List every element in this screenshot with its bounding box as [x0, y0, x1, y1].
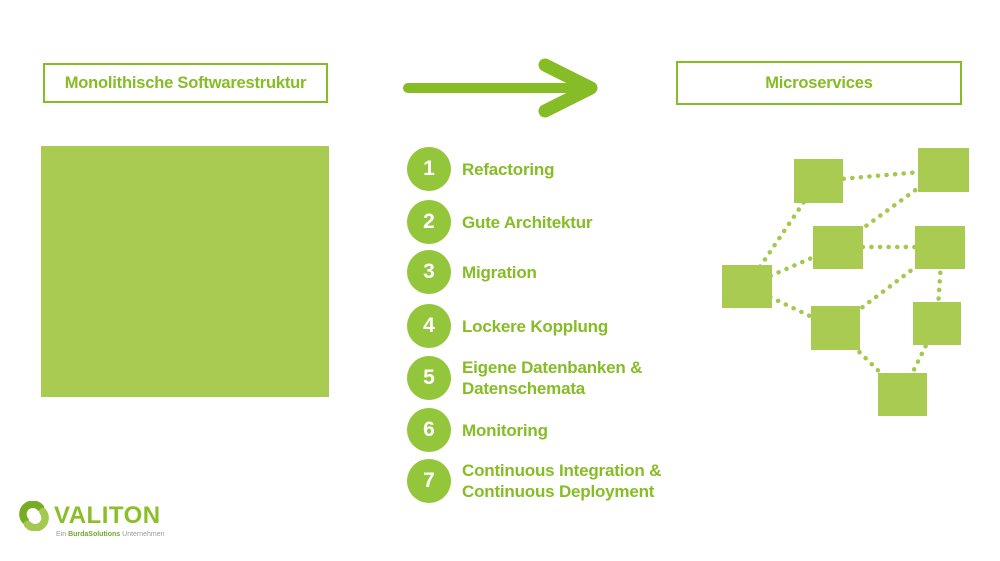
step-number: 7: [423, 469, 435, 492]
connection-f-h: [832, 325, 905, 397]
monolith-block: [41, 146, 329, 397]
microservice-nodes: [722, 148, 969, 416]
connection-a-b: [815, 167, 946, 184]
connection-d-g: [934, 244, 945, 326]
valiton-tagline: Ein BurdaSolutions Unternehmen: [56, 531, 199, 538]
step-item-4: 4 Lockere Kopplung: [407, 304, 608, 348]
step-number: 5: [423, 366, 435, 389]
tagline-suffix: Unternehmen: [120, 531, 165, 538]
swirl-arc-dark: [19, 501, 45, 525]
tagline-brand: BurdaSolutions: [68, 531, 121, 538]
step-label-line: Eigene Datenbanken &: [462, 358, 643, 377]
step-item-3: 3 Migration: [407, 250, 537, 294]
microservices-title: Microservices: [765, 73, 873, 92]
step-label: Lockere Kopplung: [462, 316, 608, 337]
step-label-line: Lockere Kopplung: [462, 316, 609, 336]
microservice-node-f: [811, 306, 860, 350]
step-label-line: Monitoring: [462, 420, 548, 440]
step-item-5: 5 Eigene Datenbanken & Datenschemata: [407, 356, 642, 400]
step-number: 2: [423, 210, 435, 233]
step-label: Refactoring: [462, 159, 554, 180]
valiton-swirl-icon: [19, 501, 49, 531]
microservices-title-box: Microservices: [676, 61, 962, 105]
connection-e-c: [744, 244, 840, 289]
monolith-title-box: Monolithische Softwarestruktur: [43, 63, 328, 103]
connection-f-d: [832, 244, 945, 331]
microservice-node-a: [794, 159, 843, 203]
tagline-prefix: Ein: [56, 531, 69, 538]
valiton-logo: VALITON Ein BurdaSolutions Unternehmen: [19, 501, 199, 538]
step-number-badge: 3: [407, 250, 451, 294]
step-number-badge: 6: [407, 408, 451, 452]
step-number: 4: [423, 314, 435, 337]
step-number: 1: [423, 157, 435, 180]
connection-a-e: [744, 178, 821, 289]
step-number-badge: 2: [407, 200, 451, 244]
connection-g-h: [899, 320, 940, 397]
step-number-badge: 7: [407, 459, 451, 503]
swirl-arc-light: [23, 507, 49, 531]
step-label: Gute Architektur: [462, 212, 593, 233]
arrow-head: [538, 58, 598, 118]
microservice-node-b: [918, 148, 969, 192]
service-connections: [744, 167, 946, 397]
microservice-node-h: [878, 373, 927, 416]
microservice-node-e: [722, 265, 772, 308]
step-label: Eigene Datenbanken & Datenschemata: [462, 357, 642, 399]
step-number-badge: 5: [407, 356, 451, 400]
microservice-node-g: [913, 302, 961, 345]
right-arrow-icon: [403, 58, 598, 118]
step-number-badge: 1: [407, 147, 451, 191]
microservice-node-d: [915, 226, 965, 269]
step-item-7: 7 Continuous Integration & Continuous De…: [407, 459, 661, 503]
step-label: Continuous Integration & Continuous Depl…: [462, 460, 661, 502]
step-label-line: Continuous Integration &: [462, 461, 662, 480]
step-item-6: 6 Monitoring: [407, 408, 548, 452]
step-label: Migration: [462, 262, 537, 283]
step-label-line: Continuous Deployment: [462, 482, 655, 501]
valiton-wordmark: VALITON: [54, 502, 161, 529]
step-number-badge: 4: [407, 304, 451, 348]
step-label-line: Datenschemata: [462, 379, 586, 398]
microservice-node-c: [813, 226, 863, 269]
monolith-title: Monolithische Softwarestruktur: [64, 73, 307, 92]
step-label-line: Refactoring: [462, 159, 555, 179]
step-item-1: 1 Refactoring: [407, 147, 554, 191]
step-label-line: Gute Architektur: [462, 212, 593, 232]
step-number: 6: [423, 418, 435, 441]
connection-b-c: [834, 167, 946, 250]
connection-e-f: [744, 283, 838, 331]
step-label: Monitoring: [462, 420, 548, 441]
step-item-2: 2 Gute Architektur: [407, 200, 593, 244]
step-number: 3: [423, 260, 435, 283]
step-label-line: Migration: [462, 262, 537, 282]
